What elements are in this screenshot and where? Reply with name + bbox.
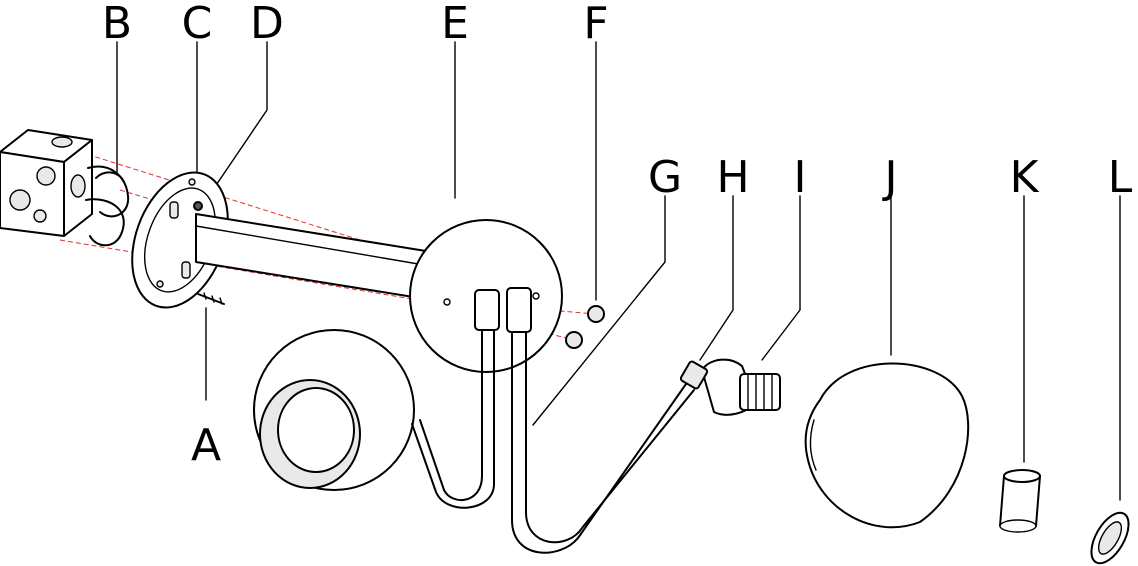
label-g: G	[648, 152, 682, 203]
shade-rear	[253, 329, 415, 491]
label-j: J	[882, 152, 898, 203]
cap-nuts	[565, 305, 605, 349]
label-c: C	[182, 0, 213, 49]
arm-collars	[474, 287, 532, 333]
label-f: F	[583, 0, 608, 49]
wall-arm	[195, 213, 433, 301]
bent-arms	[411, 319, 695, 554]
label-i: I	[794, 152, 807, 203]
bulb-base	[739, 373, 781, 411]
label-k: K	[1010, 152, 1040, 203]
label-d: D	[250, 0, 284, 49]
label-b: B	[102, 0, 132, 49]
label-e: E	[441, 0, 469, 49]
screw-lower	[197, 292, 225, 305]
glass-shade	[804, 362, 970, 529]
shade-ring	[999, 469, 1041, 533]
retaining-washer	[1090, 511, 1130, 565]
wires	[85, 165, 130, 247]
label-l: L	[1108, 152, 1133, 203]
part-labels: A B C D E F G H I J K L	[102, 0, 1133, 471]
leader-lines	[116, 41, 1121, 501]
junction-box	[0, 129, 93, 237]
label-a: A	[191, 420, 221, 471]
label-h: H	[716, 152, 749, 203]
